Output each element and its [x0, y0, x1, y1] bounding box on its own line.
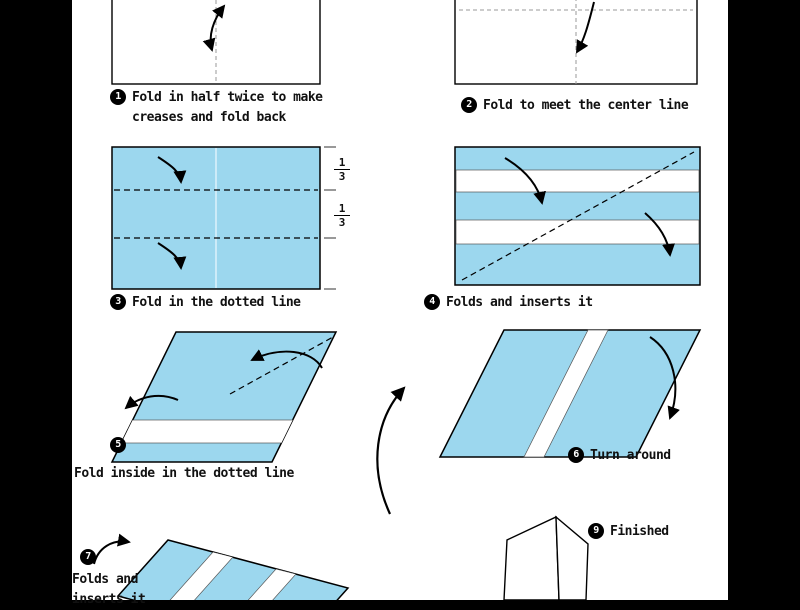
fold-arrow-icon: [504, 157, 546, 205]
finished-model-right-face: [555, 515, 589, 600]
step1-number-badge: 1: [110, 89, 126, 105]
step5-diagram: [110, 331, 338, 463]
step4-dotted-line: [461, 151, 695, 281]
step4-number-badge: 4: [424, 294, 440, 310]
step2-caption: 2 Fold to meet the center line: [461, 96, 689, 116]
step5-number: 5: [110, 436, 126, 453]
step7-caption: Folds and inserts it: [72, 570, 146, 610]
step2-diagram: [454, 0, 698, 85]
one-third-label: 1 3: [334, 202, 350, 229]
step1-diagram: [111, 0, 321, 85]
step3-caption: 3 Fold in the dotted line: [110, 293, 301, 313]
step4-caption-line1: Folds and inserts it: [446, 295, 593, 310]
step2-number-badge: 2: [461, 97, 477, 113]
step9-caption-line1: Finished: [610, 524, 669, 539]
step6-white-band: [523, 329, 609, 458]
fold-arrow-icon: [576, 1, 595, 54]
step5-caption-line1: Fold inside in the dotted line: [74, 466, 294, 481]
fold-arrow-icon: [93, 533, 131, 565]
step1-caption: 1 Fold in half twice to make creases and…: [110, 88, 323, 128]
diagram-canvas: [72, 0, 728, 600]
step1-caption-line2: creases and fold back: [132, 110, 286, 125]
step7-paper: [116, 539, 350, 600]
step6-caption: 6 Turn around: [568, 446, 671, 466]
step6-number-badge: 6: [568, 447, 584, 463]
flip-over-arrow-icon: [376, 386, 406, 515]
step7-number-badge: 7: [80, 549, 96, 565]
step6-caption-line1: Turn around: [590, 448, 671, 463]
step9-finished-model: [503, 515, 589, 600]
step7-caption-line2: inserts it: [72, 592, 146, 607]
fold-arrow-icon: [157, 242, 187, 270]
step5-white-band: [112, 419, 336, 444]
step7-caption-line1: Folds and: [72, 572, 138, 587]
step9-caption: 9 Finished: [588, 522, 669, 542]
turn-arrow-icon: [649, 336, 680, 420]
step1-caption-line1: Fold in half twice to make: [132, 90, 323, 105]
step4-diagram: [454, 146, 701, 286]
one-third-label: 1 3: [334, 156, 350, 183]
step3-diagram: [111, 146, 336, 290]
fold-arrow-icon: [157, 156, 187, 184]
step9-number-badge: 9: [588, 523, 604, 539]
fold-arrow-icon: [124, 394, 179, 410]
fold-inside-arrow-icon: [250, 349, 323, 369]
step6-diagram: [438, 329, 702, 458]
fold-unfold-arrow-icon: [202, 4, 226, 52]
step3-caption-line1: Fold in the dotted line: [132, 295, 301, 310]
step7-number: 7: [80, 548, 96, 565]
step3-number-badge: 3: [110, 294, 126, 310]
step4-caption: 4 Folds and inserts it: [424, 293, 593, 313]
step4-white-band: [455, 219, 700, 245]
step5-caption: Fold inside in the dotted line: [74, 464, 294, 484]
step2-caption-line1: Fold to meet the center line: [483, 98, 689, 113]
finished-model-left-face: [503, 515, 560, 600]
insert-arrow-icon: [644, 212, 675, 257]
step5-number-badge: 5: [110, 437, 126, 453]
step4-white-band: [455, 169, 700, 193]
